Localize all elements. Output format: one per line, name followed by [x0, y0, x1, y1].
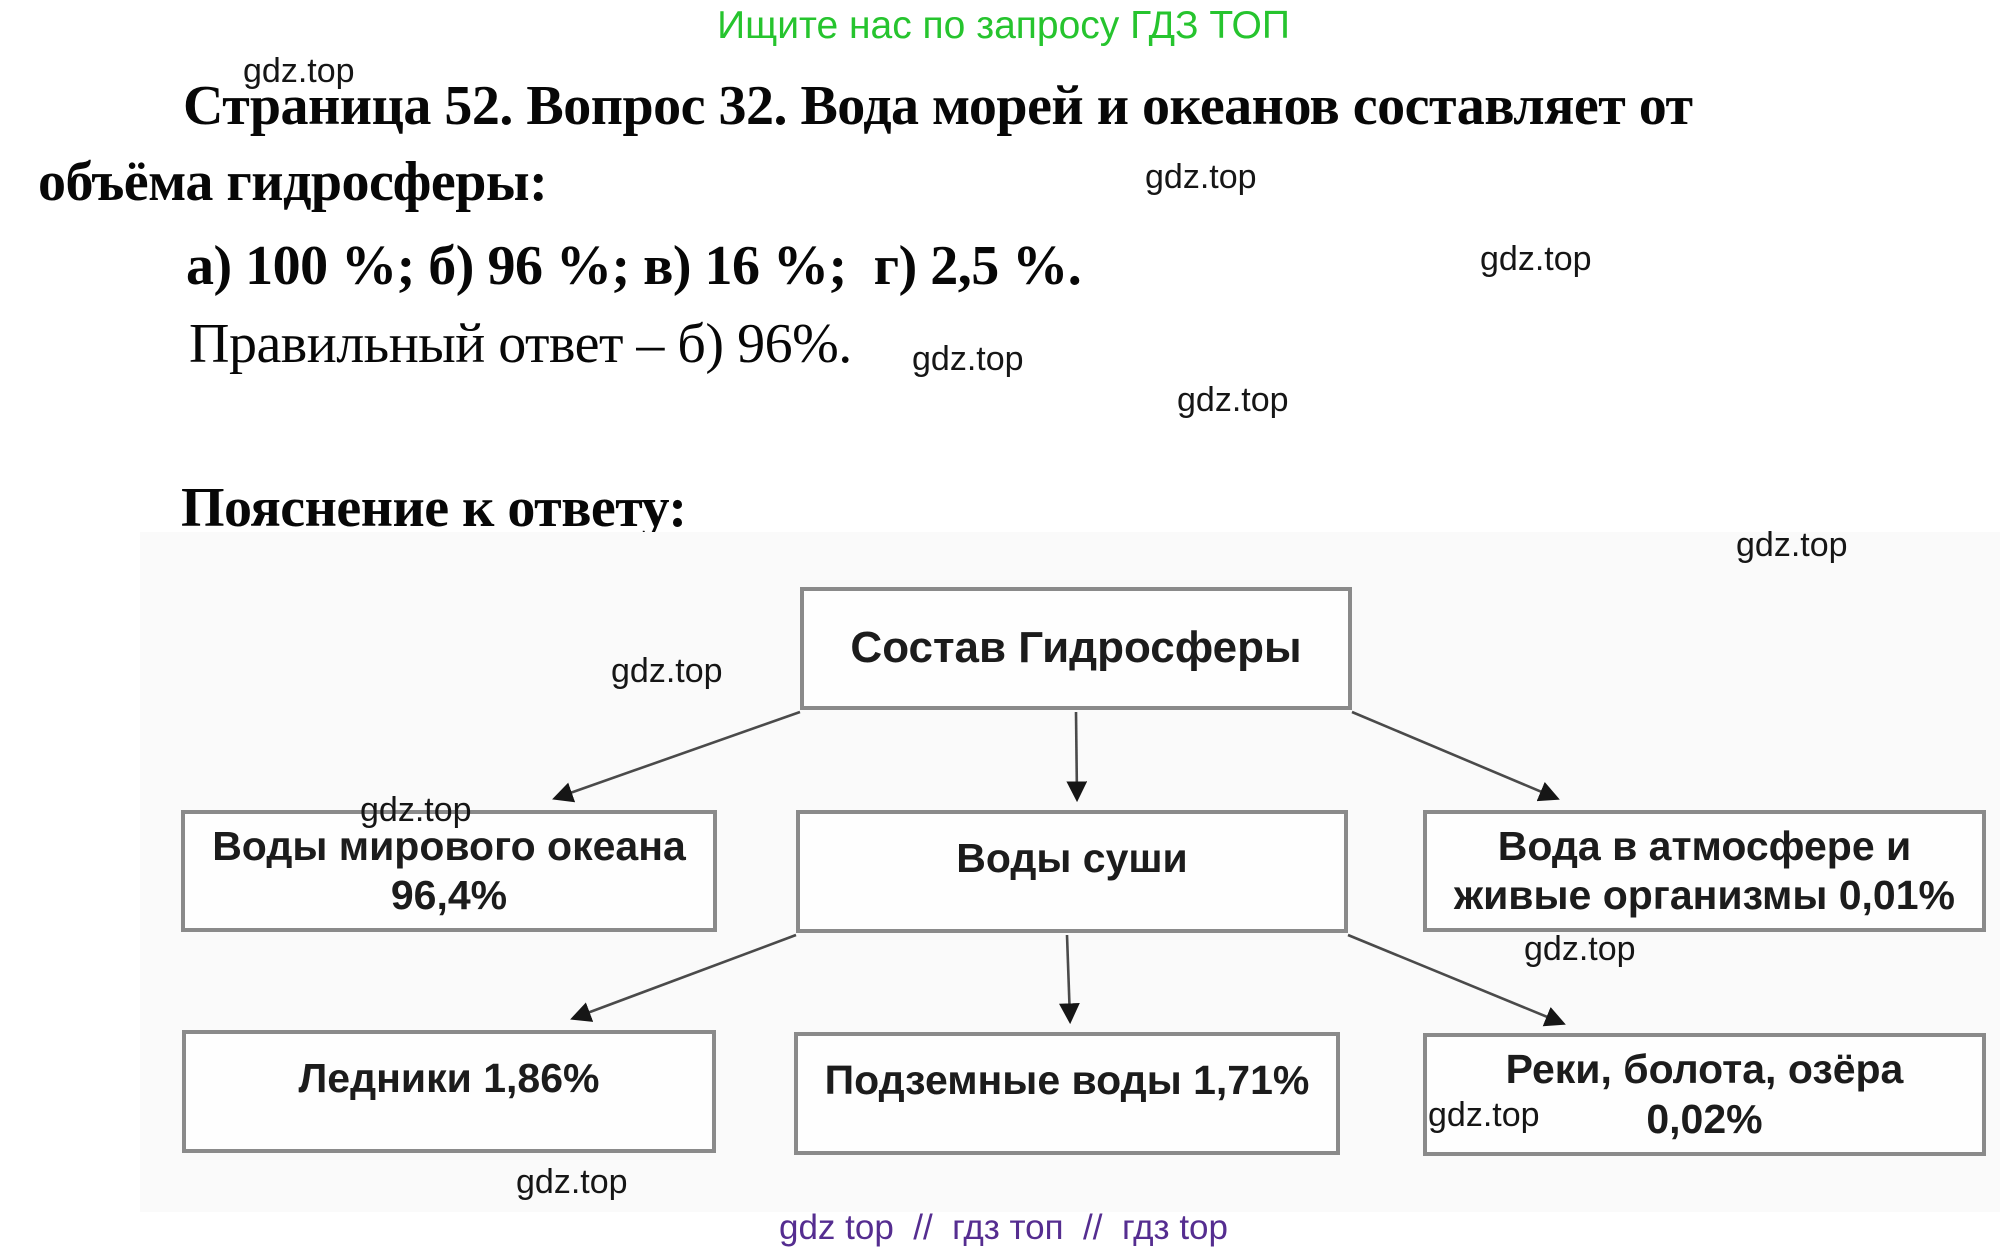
watermark-gdztop: gdz.top: [912, 340, 1024, 378]
watermark-gdztop: gdz.top: [1480, 240, 1592, 278]
diagram-box-groundwater: Подземные воды 1,71%: [794, 1032, 1340, 1155]
diagram-box-value: живые организмы 0,01%: [1454, 872, 1955, 918]
diagram-box-label: Ледники 1,86%: [298, 1054, 600, 1101]
diagram-box-glaciers: Ледники 1,86%: [182, 1030, 716, 1153]
answer-options: а) 100 %; б) 96 %; в) 16 %; г) 2,5 %.: [186, 235, 1082, 297]
diagram-box-rivers-swamps-lakes: Реки, болота, озёра 0,02%: [1423, 1033, 1986, 1156]
watermark-gdztop: gdz.top: [1524, 930, 1636, 968]
watermark-gdztop: gdz.top: [611, 652, 723, 690]
watermark-gdztop: gdz.top: [1145, 158, 1257, 196]
diagram-box-atmosphere-and-organisms: Вода в атмосфере и живые организмы 0,01%: [1423, 810, 1986, 932]
diagram-box-label: Вода в атмосфере и: [1497, 822, 1912, 869]
watermark-gdztop: gdz.top: [1736, 526, 1848, 564]
diagram-box-hydrosphere-composition: Состав Гидросферы: [800, 587, 1352, 710]
diagram-box-label: Воды мирового океана: [212, 822, 686, 869]
watermark-gdztop: gdz.top: [1428, 1096, 1540, 1134]
watermark-gdztop: gdz.top: [360, 791, 472, 829]
diagram-box-label: Подземные воды 1,71%: [824, 1056, 1310, 1103]
diagram-box-label: Реки, болота, озёра: [1505, 1046, 1904, 1093]
footer-site-line: gdz top // гдз топ // гдз top: [779, 1208, 1228, 1247]
diagram-box-land-waters: Воды суши: [796, 810, 1348, 933]
question-heading-line1: Страница 52. Вопрос 32. Вода морей и оке…: [183, 75, 1693, 137]
explanation-heading: Пояснение к ответу:: [181, 477, 687, 539]
promo-banner: Ищите нас по запросу ГДЗ ТОП: [717, 4, 1290, 47]
watermark-gdztop: gdz.top: [243, 52, 355, 90]
diagram-box-label: Воды суши: [956, 834, 1188, 881]
diagram-box-label: Состав Гидросферы: [850, 623, 1302, 673]
correct-answer: Правильный ответ – б) 96%.: [189, 313, 852, 375]
question-heading-line2: объёма гидросферы:: [38, 151, 548, 213]
watermark-gdztop: gdz.top: [1177, 381, 1289, 419]
diagram-box-world-ocean-waters: Воды мирового океана 96,4%: [181, 810, 717, 932]
diagram-box-value: 0,02%: [1646, 1095, 1763, 1142]
watermark-gdztop: gdz.top: [516, 1163, 628, 1201]
diagram-box-value: 96,4%: [390, 872, 508, 918]
